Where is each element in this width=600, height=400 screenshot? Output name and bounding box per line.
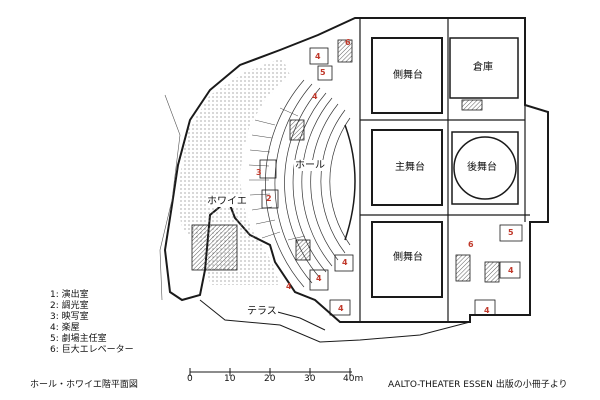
room-number: 6 [345,38,351,47]
room-label-rear-stage: 後舞台 [466,162,498,173]
scale-bar [189,368,352,376]
stage-house-walls [359,18,530,322]
storage [449,37,519,99]
room-label-hall: ホール [294,160,326,171]
room-number: 4 [316,274,322,283]
legend-item: 2: 調光室 [50,301,89,311]
scale-tick: 10 [224,374,236,384]
legend-item: 3: 映写室 [50,312,89,322]
room-number: 4 [484,306,490,315]
source-credit: AALTO-THEATER ESSEN 出版の小冊子より [388,380,568,390]
room-number: 5 [508,228,514,237]
legend-item: 4: 楽屋 [50,323,80,333]
room-number: 4 [508,266,514,275]
room-number: 4 [312,92,318,101]
seating-rows [248,107,306,241]
scale-tick: 0 [187,374,193,384]
room-label-terrace: テラス [246,306,278,317]
rear-stage-turntable [453,136,517,200]
auditorium-seating [265,79,351,288]
staircases [191,39,500,283]
dressing-rooms [259,47,523,316]
scale-tick: 40m [343,374,364,384]
room-number: 6 [468,240,474,249]
room-number: 2 [266,194,272,203]
room-label-side-stage-top: 側舞台 [392,70,424,81]
scale-tick: 30 [304,374,316,384]
room-label-foyer: ホワイエ [206,196,248,207]
legend: 1: 演出室 2: 調光室 3: 映写室 4: 楽屋 5: 劇場主任室 6: 巨… [50,290,134,356]
legend-item: 5: 劇場主任室 [50,334,107,344]
proscenium-edge [344,124,356,241]
room-number: 4 [315,52,321,61]
legend-item: 6: 巨大エレベーター [50,345,134,355]
legend-item: 1: 演出室 [50,290,89,300]
site-contour [159,94,181,301]
room-number: 3 [256,168,262,177]
room-number: 4 [342,258,348,267]
terrace-area [199,299,471,343]
room-number: 4 [286,282,292,291]
room-label-storage: 倉庫 [472,62,494,73]
plan-caption: ホール・ホワイエ階平面図 [30,380,138,390]
room-number: 4 [338,304,344,313]
scale-tick: 20 [264,374,276,384]
room-label-main-stage: 主舞台 [394,162,426,173]
room-number: 5 [320,68,326,77]
room-label-side-stage-bottom: 側舞台 [392,252,424,263]
